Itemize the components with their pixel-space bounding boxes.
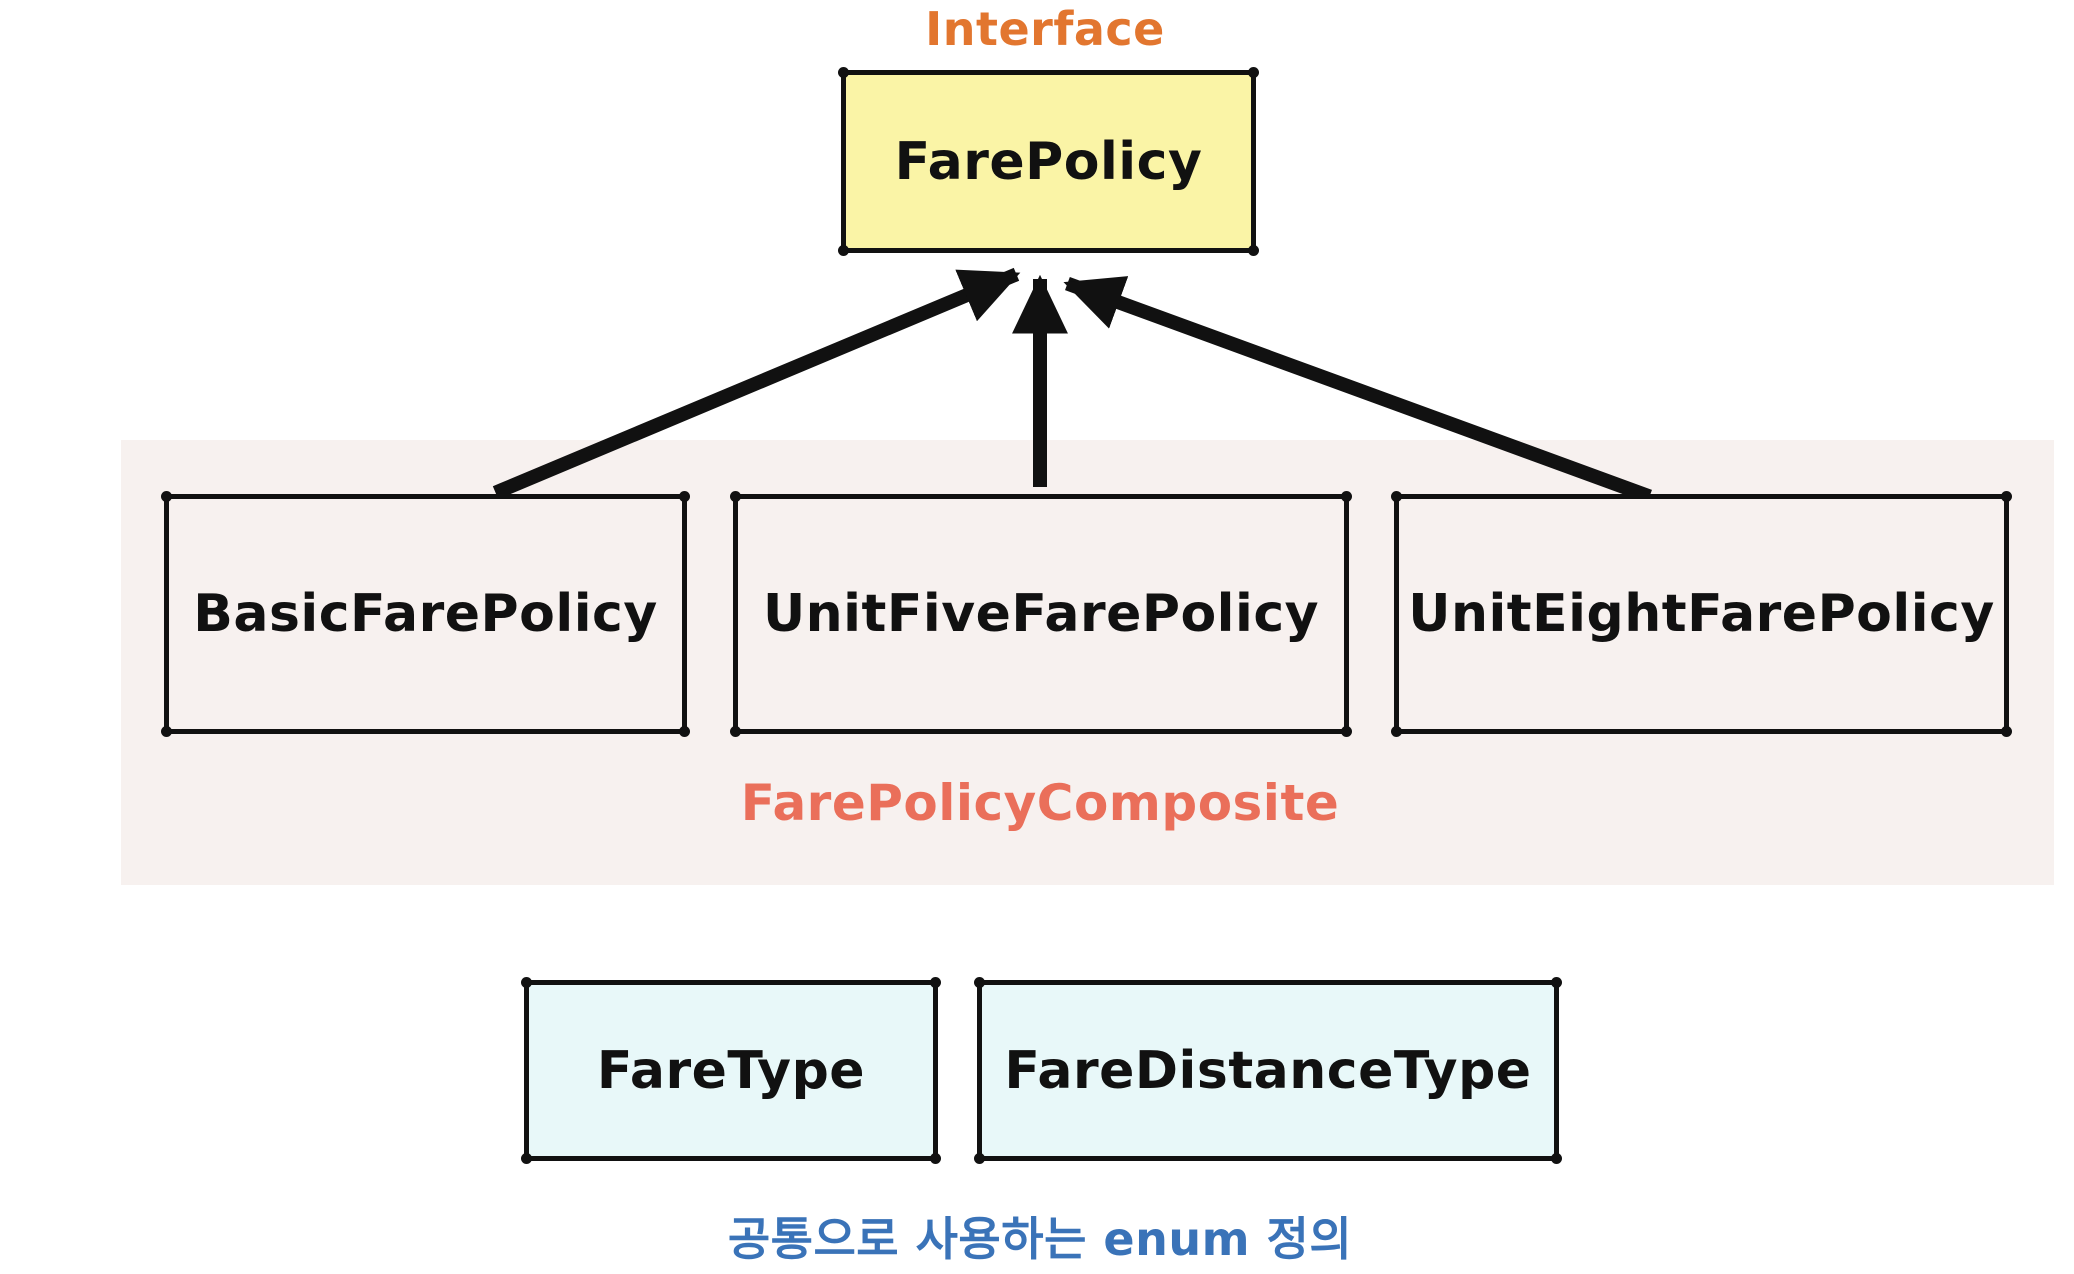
basic-fare-policy-box: BasicFarePolicy	[161, 491, 690, 737]
basic-fare-policy-name: BasicFarePolicy	[193, 584, 658, 644]
fare-type-enum-box: FareType	[521, 977, 941, 1164]
fare-distance-type-enum-name: FareDistanceType	[1004, 1040, 1532, 1101]
composite-label: FarePolicyComposite	[740, 774, 1340, 832]
fare-policy-interface-box: FarePolicy	[838, 67, 1259, 256]
arrow-basic-to-interface	[492, 267, 1021, 500]
fare-policy-interface-name: FarePolicy	[894, 131, 1203, 192]
fare-distance-type-enum-box: FareDistanceType	[974, 977, 1562, 1164]
interface-label: Interface	[925, 2, 1165, 56]
unit-eight-fare-policy-name: UnitEightFarePolicy	[1408, 584, 1995, 644]
fare-type-enum-name: FareType	[596, 1040, 866, 1101]
unit-five-fare-policy-name: UnitFiveFarePolicy	[762, 584, 1320, 644]
unit-five-fare-policy-box: UnitFiveFarePolicy	[730, 491, 1352, 737]
arrow-unit-eight-to-interface	[1063, 276, 1652, 503]
enum-label: 공통으로 사용하는 enum 정의	[727, 1212, 1353, 1266]
unit-eight-fare-policy-box: UnitEightFarePolicy	[1391, 491, 2012, 737]
